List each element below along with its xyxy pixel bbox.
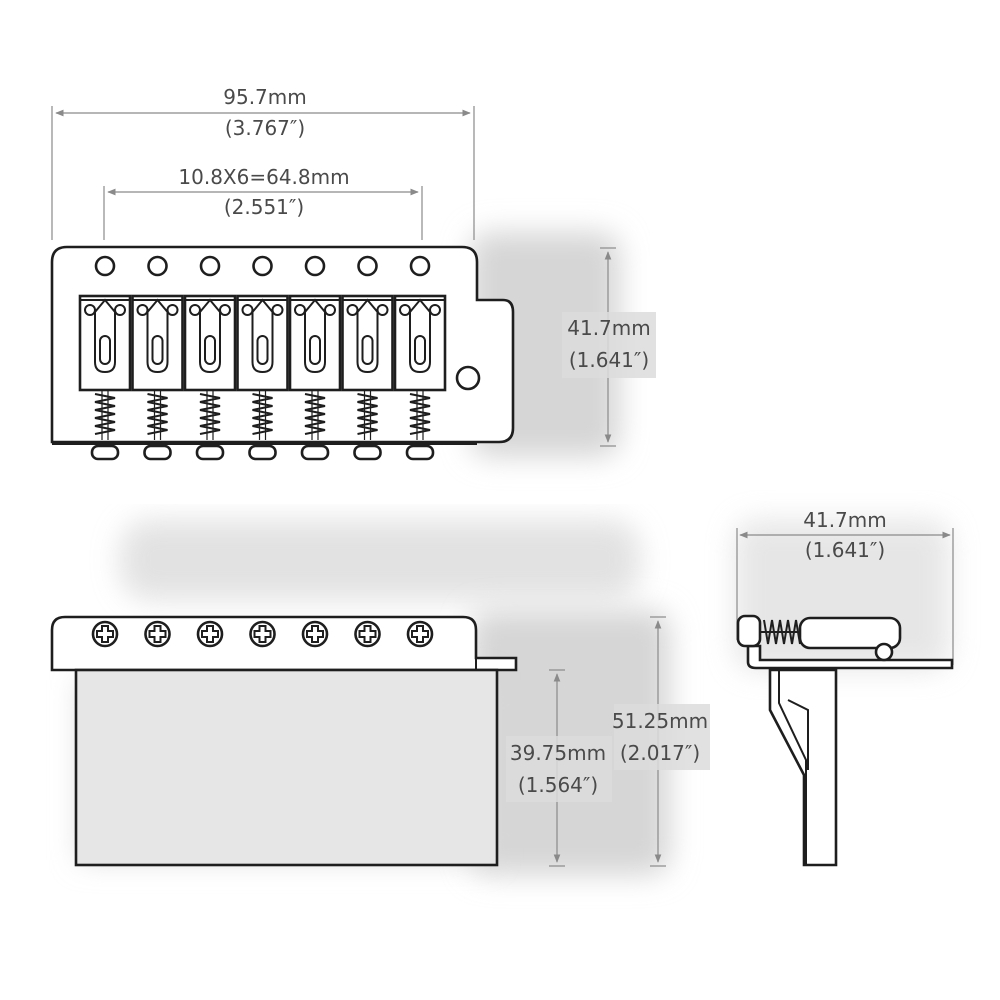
side-view: 41.7mm (1.641″) [736,508,954,867]
depth-mm-label: 41.7mm [567,316,651,340]
total-in-label: (2.017″) [620,741,700,765]
width-mm-label: 95.7mm [223,85,307,109]
saddle [288,294,342,461]
front-view: 39.75mm (1.564″) 51.25mm (2.017″) [50,615,710,867]
block-mm-label: 39.75mm [510,741,606,765]
phillips-screw-icon [196,620,224,648]
saddle [131,294,184,461]
side-screw-head [736,614,762,648]
side-depth-mm-label: 41.7mm [803,508,887,532]
side-depth-in-label: (1.641″) [805,538,885,562]
saddles [78,294,447,461]
spacing-mm-label: 10.8X6=64.8mm [178,165,349,189]
saddle [236,294,289,461]
sustain-block [74,668,499,867]
screw-hole-icon [357,255,378,277]
screws [91,620,434,648]
phillips-screw-icon [91,620,119,648]
phillips-screw-icon [144,620,171,648]
phillips-screw-icon [301,620,329,648]
string-holes [94,255,431,277]
front-plate [50,615,518,672]
phillips-screw-icon [249,620,276,648]
total-mm-label: 51.25mm [612,709,708,733]
phillips-screw-icon [406,620,434,648]
screw-hole-icon [252,255,273,277]
phillips-screw-icon [354,620,381,648]
width-in-label: (3.767″) [225,116,305,140]
screw-hole-icon [199,255,221,277]
saddle [183,294,237,461]
screw-hole-icon [147,255,168,277]
screw-hole-icon [409,255,431,277]
depth-in-label: (1.641″) [569,348,649,372]
spacing-in-label: (2.551″) [224,195,304,219]
side-spring-icon [763,619,801,645]
screw-hole-icon [94,255,116,277]
top-view: 95.7mm (3.767″) 10.8X6=64.8mm (2.551″) 4… [50,85,656,461]
saddle [341,294,394,461]
mounting-hole-icon [455,365,481,391]
saddle [393,294,447,461]
saddle [78,294,132,461]
block-in-label: (1.564″) [518,773,598,797]
screw-hole-icon [304,255,326,277]
